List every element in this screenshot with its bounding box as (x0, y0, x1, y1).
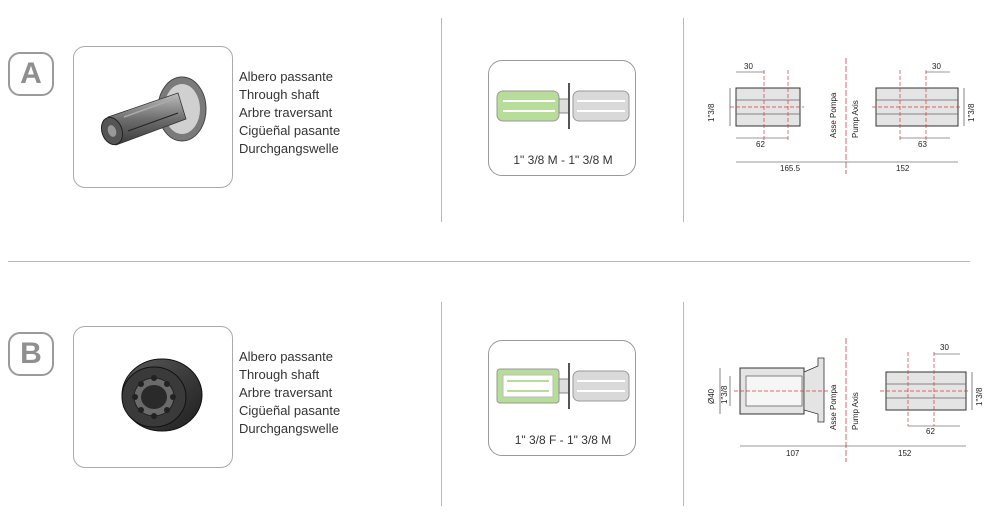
dim-left-side: 1"3/8 (720, 385, 729, 404)
connection-type-card: 1" 3/8 M - 1" 3/8 M (488, 60, 636, 176)
dim-right-total: 152 (896, 164, 910, 173)
dimension-drawing-svg: 30 1"3/8 62 165.5 Asse Pompa Pump Axis 3… (707, 58, 976, 174)
name-german: Durchgangswelle (239, 421, 339, 436)
dim-right-top: 30 (940, 343, 949, 352)
shaft-name-list: Albero passante Through shaft Arbre trav… (239, 68, 340, 158)
column-divider (441, 18, 442, 222)
product-photo-male-shaft (73, 46, 233, 188)
axis-label-pump-axis: Pump Axis (851, 100, 860, 138)
name-german: Durchgangswelle (239, 141, 339, 156)
dimension-drawing-svg: Ø40 1"3/8 107 Asse Pompa Pump Axis 30 1"… (707, 338, 984, 462)
section-b: B Albero passante Through shaft Arbre tr… (0, 280, 1000, 520)
dim-left-diameter: Ø40 (707, 388, 716, 404)
dim-left-bottom: 62 (756, 140, 765, 149)
dim-left-top: 30 (744, 62, 753, 71)
axis-label-asse-pompa: Asse Pompa (829, 92, 838, 138)
dim-right-side: 1"3/8 (975, 387, 984, 406)
name-french: Arbre traversant (239, 105, 333, 120)
dim-right-bottom: 63 (918, 140, 927, 149)
name-english: Through shaft (239, 367, 320, 382)
name-spanish: Cigüeñal pasante (239, 403, 341, 418)
section-letter-badge: A (8, 52, 54, 96)
dim-left-total: 165.5 (780, 164, 801, 173)
dim-right-total: 152 (898, 449, 912, 458)
column-divider (683, 302, 684, 506)
name-spanish: Cigüeñal pasante (239, 123, 341, 138)
dim-right-top: 30 (932, 62, 941, 71)
dimension-drawing: 30 1"3/8 62 165.5 Asse Pompa Pump Axis 3… (700, 50, 990, 185)
female-coupling-icon (121, 358, 203, 432)
section-letter-badge: B (8, 332, 54, 376)
product-photo-female-coupling (73, 326, 233, 468)
connection-type-card: 1" 3/8 F - 1" 3/8 M (488, 340, 636, 456)
column-divider (683, 18, 684, 222)
section-a: A Albero passante Through shaft Arbre tr… (0, 0, 1000, 240)
name-french: Arbre traversant (239, 385, 333, 400)
axis-label-asse-pompa: Asse Pompa (829, 384, 838, 430)
dim-right-bottom: 62 (926, 427, 935, 436)
name-english: Through shaft (239, 87, 320, 102)
connection-label: 1" 3/8 F - 1" 3/8 M (514, 433, 612, 447)
axis-label-pump-axis: Pump Axis (851, 392, 860, 430)
connection-shaft-diagram (496, 363, 630, 409)
dim-left-total: 107 (786, 449, 800, 458)
column-divider (441, 302, 442, 506)
name-italian: Albero passante (239, 349, 333, 364)
name-italian: Albero passante (239, 69, 333, 84)
connection-label: 1" 3/8 M - 1" 3/8 M (513, 153, 613, 167)
shaft-name-list: Albero passante Through shaft Arbre trav… (239, 348, 340, 438)
male-shaft-icon (100, 76, 207, 146)
dimension-drawing: Ø40 1"3/8 107 Asse Pompa Pump Axis 30 1"… (700, 330, 990, 475)
section-separator (8, 261, 970, 262)
connection-shaft-diagram (496, 83, 630, 129)
dim-left-side: 1"3/8 (707, 103, 716, 122)
dim-right-side: 1"3/8 (967, 103, 976, 122)
